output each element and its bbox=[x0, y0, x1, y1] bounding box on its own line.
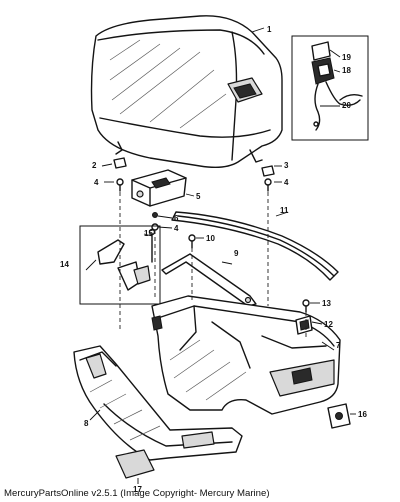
callout-6: 6 bbox=[174, 214, 179, 223]
callout-20: 20 bbox=[342, 101, 351, 110]
part-1-top-cowl bbox=[90, 15, 283, 169]
part-16-grommet bbox=[327, 403, 351, 429]
callout-19: 19 bbox=[342, 53, 351, 62]
callout-9: 9 bbox=[234, 249, 239, 258]
copyright-footer: MercuryPartsOnline v2.5.1 (Image Copyrig… bbox=[4, 488, 270, 499]
part-11-trim-strip bbox=[171, 211, 339, 281]
callout-14: 14 bbox=[60, 260, 69, 269]
part-12-clip bbox=[295, 315, 313, 335]
callout-2: 2 bbox=[92, 161, 97, 170]
callout-4-right: 4 bbox=[284, 178, 289, 187]
callout-8: 8 bbox=[84, 419, 89, 428]
callout-13: 13 bbox=[322, 299, 331, 308]
alignment-lines bbox=[119, 192, 307, 340]
part-2-clip bbox=[113, 157, 127, 169]
part-15-stud bbox=[148, 228, 156, 263]
callout-17: 17 bbox=[133, 485, 142, 494]
screw-13 bbox=[302, 299, 310, 313]
callout-10: 10 bbox=[206, 234, 215, 243]
part-14-assembly-box bbox=[79, 225, 161, 305]
part-9-bracket bbox=[161, 253, 257, 307]
callout-labels: 1 2 3 4 4 5 6 4 7 8 9 10 11 12 13 14 15 … bbox=[60, 25, 367, 494]
part-7-bottom-cowl bbox=[151, 295, 341, 415]
washer-6 bbox=[152, 212, 158, 218]
part-18-20-switch-box bbox=[291, 35, 369, 141]
screw-10 bbox=[188, 234, 196, 249]
part-5-latch bbox=[131, 169, 187, 207]
callout-leaders bbox=[89, 27, 356, 484]
callout-4-left: 4 bbox=[94, 178, 99, 187]
callout-5: 5 bbox=[196, 192, 201, 201]
callout-4-center: 4 bbox=[174, 224, 179, 233]
callout-15: 15 bbox=[144, 229, 153, 238]
part-17-pad bbox=[115, 449, 155, 479]
callout-7: 7 bbox=[336, 341, 341, 350]
callout-1: 1 bbox=[267, 25, 272, 34]
callout-12: 12 bbox=[324, 320, 333, 329]
screw-4-right bbox=[264, 178, 272, 192]
callout-11: 11 bbox=[280, 206, 289, 215]
part-3-clip bbox=[261, 165, 275, 177]
callout-16: 16 bbox=[358, 410, 367, 419]
part-8-side-panel bbox=[73, 345, 243, 461]
screw-4-left bbox=[116, 178, 124, 192]
callout-18: 18 bbox=[342, 66, 351, 75]
callout-3: 3 bbox=[284, 161, 289, 170]
